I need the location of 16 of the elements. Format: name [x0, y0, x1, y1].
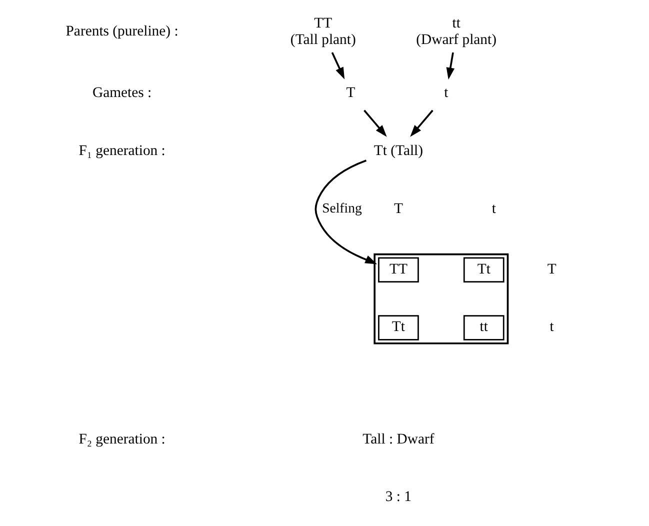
node-text: TT (Tall plant)	[290, 15, 356, 48]
label: Tall : Dwarf	[362, 431, 434, 448]
label: F₂ generation :	[78, 431, 165, 448]
label: T	[393, 200, 402, 217]
edge-label: Selfing	[322, 200, 362, 216]
label: 3 : 1	[384, 489, 412, 506]
node-text: Tt (Tall)	[373, 142, 423, 159]
label: t	[491, 200, 496, 217]
label: t	[549, 319, 554, 336]
label: T	[546, 261, 556, 278]
label: Gametes :	[92, 85, 152, 102]
node-text: tt (Dwarf plant)	[416, 15, 496, 48]
node-text: t	[444, 85, 448, 102]
label: Parents (pureline) :	[65, 24, 178, 40]
label: F₁ generation :	[78, 142, 165, 159]
node-text: T	[346, 85, 355, 102]
